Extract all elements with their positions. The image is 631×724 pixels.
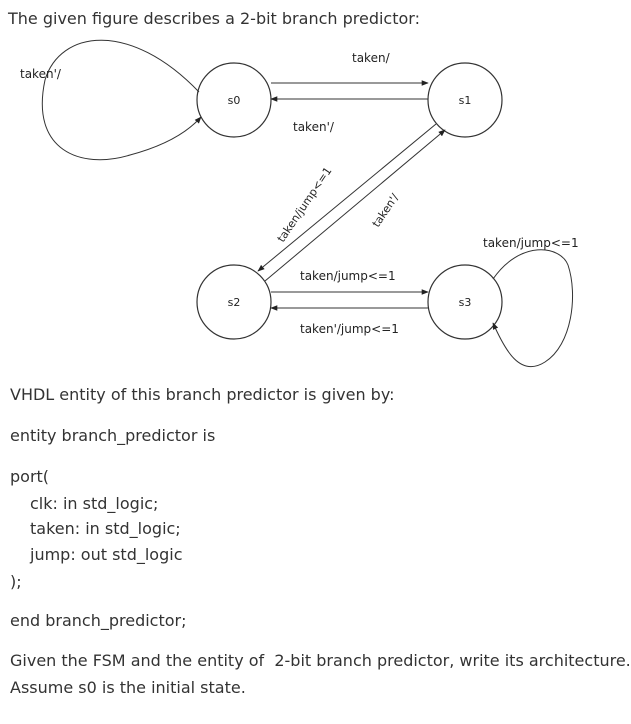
transition-s2-to-s1 [264,129,446,282]
label-s3-to-s2: taken'/jump<=1 [300,322,399,336]
transition-s0-self [41,39,202,161]
port-jump: jump: out std_logic [30,545,183,564]
end-line: end branch_predictor; [10,611,187,630]
transition-s3-self [492,249,574,368]
state-s2-label: s2 [228,296,241,309]
label-s0-self: taken'/ [20,67,62,81]
intro-text: The given figure describes a 2-bit branc… [8,9,420,28]
question-line-2: Assume s0 is the initial state. [10,678,246,697]
port-taken: taken: in std_logic; [30,519,181,538]
port-clk: clk: in std_logic; [30,494,159,513]
state-s0: s0 [196,62,272,138]
state-s3-label: s3 [459,296,472,309]
label-s3-self: taken/jump<=1 [483,236,579,250]
state-s0-label: s0 [228,94,241,107]
state-s2: s2 [196,264,272,340]
port-open: port( [10,467,50,486]
state-s3: s3 [427,264,503,340]
label-s2-to-s3: taken/jump<=1 [300,269,396,283]
state-s1-label: s1 [459,94,472,107]
port-close: ); [10,572,22,591]
vhdl-intro: VHDL entity of this branch predictor is … [10,385,395,404]
transition-s1-to-s2 [257,123,437,272]
label-s0-to-s1: taken/ [352,51,391,65]
fsm-diagram: s0 s1 s2 s3 taken'/ taken/ taken'/ taken… [20,39,579,368]
entity-line: entity branch_predictor is [10,426,216,445]
state-s1: s1 [427,62,503,138]
label-s2-to-s1: taken'/ [370,191,402,230]
label-s1-to-s0: taken'/ [293,120,335,134]
question-line-1: Given the FSM and the entity of 2-bit br… [10,651,631,670]
